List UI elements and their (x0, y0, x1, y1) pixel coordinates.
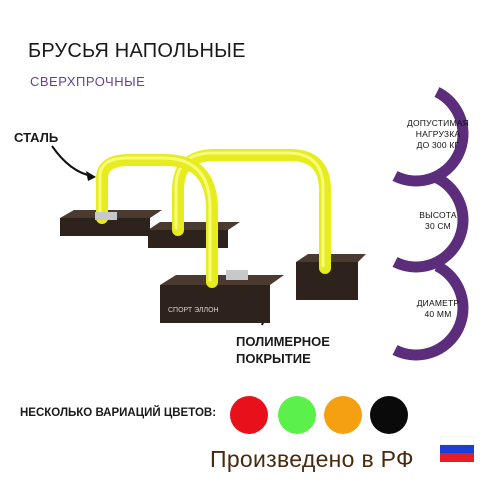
color-swatch-orange[interactable] (324, 396, 362, 434)
steel-arrowhead (86, 171, 96, 181)
badge-height-text: ВЫСОТА 30 СМ (419, 210, 457, 231)
badge-height (392, 173, 469, 273)
steel-callout-label: СТАЛЬ (14, 130, 59, 145)
badge-diameter (392, 261, 469, 361)
color-swatch-red[interactable] (230, 396, 268, 434)
badge-load-text: ДОПУСТИМАЯ НАГРУЗКА ДО 300 КГ (407, 118, 469, 150)
color-swatch-black[interactable] (370, 396, 408, 434)
color-variants-label: НЕСКОЛЬКО ВАРИАЦИЙ ЦВЕТОВ: (20, 407, 217, 419)
product-title: БРУСЬЯ НАПОЛЬНЫЕ (28, 40, 246, 62)
coating-callout-label: ПОЛИМЕРНОЕ ПОКРЫТИЕ (236, 333, 330, 367)
front-right-base (160, 285, 270, 323)
made-in-label: Произведено в РФ (210, 446, 414, 472)
bolt-plate (226, 270, 248, 280)
russia-flag-icon (440, 436, 474, 462)
coating-line-2: ПОКРЫТИЕ (236, 351, 311, 366)
badge-load (392, 87, 469, 187)
bolt-plate (95, 212, 117, 220)
front-left-base (60, 218, 150, 236)
color-swatch-green[interactable] (278, 396, 316, 434)
base-brand-text: СПОРТ ЭЛЛОН (168, 307, 219, 314)
front-parallette (60, 154, 284, 323)
product-subtitle: СВЕРХПРОЧНЫЕ (30, 74, 146, 89)
badge-diameter-text: ДИАМЕТР 40 ММ (416, 298, 460, 319)
coating-line-1: ПОЛИМЕРНОЕ (236, 334, 330, 349)
